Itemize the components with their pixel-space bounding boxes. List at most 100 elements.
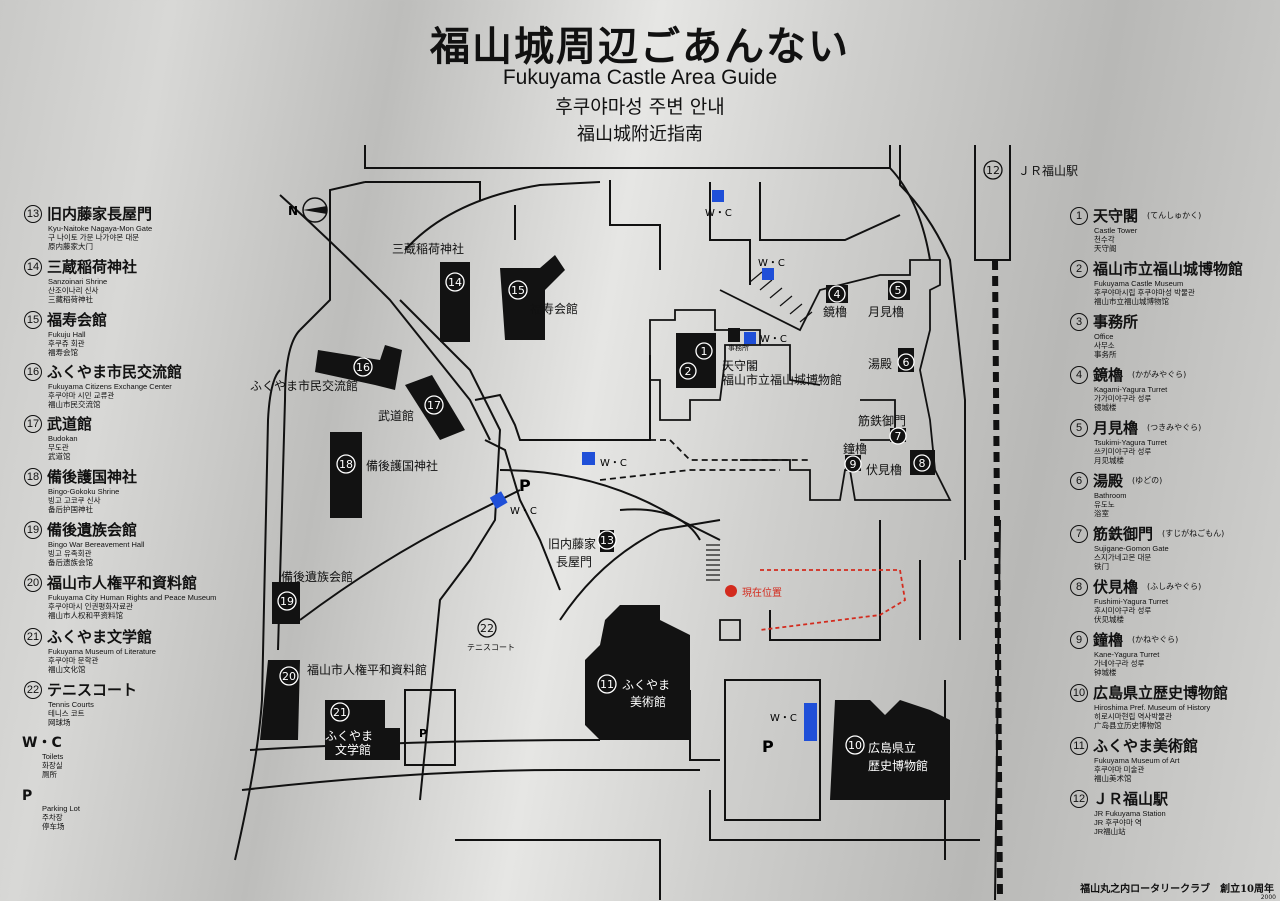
legend-korean: 사무소 bbox=[1094, 341, 1115, 350]
legend-name: 福山市人権平和資料館 bbox=[47, 574, 198, 592]
legend-english: JR Fukuyama Station bbox=[1094, 809, 1166, 818]
compass-north-label: N bbox=[288, 204, 298, 218]
current-location-icon bbox=[725, 585, 737, 597]
map-label-17: 武道館 bbox=[378, 408, 414, 423]
legend-korean: 가가미야구라 성루 bbox=[1094, 394, 1152, 403]
map-marker-15: 15 bbox=[508, 280, 528, 300]
legend-english: Kagami-Yagura Turret bbox=[1094, 385, 1168, 394]
legend-number-1: 1 bbox=[1070, 206, 1088, 225]
legend-name: 武道館 bbox=[47, 415, 93, 433]
legend-korean: 빙고 유족회관 bbox=[48, 549, 92, 558]
legend-zh: 厕所 bbox=[42, 770, 57, 779]
map-label-1: 天守閣 bbox=[722, 359, 758, 373]
legend-chinese: 福山市民交流馆 bbox=[48, 400, 101, 409]
map-marker-11: 11 bbox=[597, 674, 617, 694]
toilet-label: W・C bbox=[600, 458, 627, 469]
map-marker-17: 17 bbox=[424, 395, 444, 415]
map-marker-number: 12 bbox=[986, 164, 1000, 177]
legend-name: W・C bbox=[22, 735, 62, 751]
legend-chinese: 天守阁 bbox=[1094, 244, 1117, 253]
map-marker-7: 7 bbox=[889, 427, 907, 445]
map-marker-16: 16 bbox=[353, 357, 373, 377]
sponsor-year: 2000 bbox=[1260, 894, 1276, 901]
legend-chinese: JR福山站 bbox=[1094, 827, 1126, 836]
toilet-icon bbox=[804, 703, 817, 741]
legend-korean: 후쿠야마시립 후쿠야마성 박물관 bbox=[1094, 288, 1195, 297]
map-label-10-line2: 歴史博物館 bbox=[868, 758, 928, 773]
legend-number-3: 3 bbox=[1070, 312, 1088, 331]
legend-korean: 후쿠야마 시민 교류관 bbox=[48, 391, 115, 400]
map-label-21-line1: ふくやま bbox=[325, 729, 373, 743]
map-marker-number: 19 bbox=[280, 595, 294, 608]
toilet-label: W・C bbox=[705, 208, 732, 219]
legend-english: Fushimi-Yagura Turret bbox=[1094, 597, 1169, 606]
legend-english: Office bbox=[1094, 332, 1114, 341]
legend-english: Castle Tower bbox=[1094, 226, 1138, 235]
legend-chinese: 钟城楼 bbox=[1094, 668, 1117, 677]
map-marker-6: 6 bbox=[897, 353, 915, 371]
legend-chinese: 三藏稻荷神社 bbox=[48, 295, 93, 304]
map-label-8: 伏見櫓 bbox=[866, 463, 902, 477]
toilet-label: W・C bbox=[760, 334, 787, 345]
building-18 bbox=[330, 432, 362, 518]
legend-ko: 화장실 bbox=[42, 761, 63, 770]
map-label-19: 備後遺族会館 bbox=[281, 569, 353, 584]
legend-english: Fukuju Hall bbox=[48, 330, 86, 339]
legend-name: ふくやま市民交流館 bbox=[47, 363, 183, 381]
map-label-22: テニスコート bbox=[467, 643, 515, 652]
legend-ko: 주차장 bbox=[42, 813, 63, 822]
legend-english: Fukuyama Citizens Exchange Center bbox=[48, 382, 172, 391]
building-15 bbox=[500, 255, 565, 340]
legend-english: Bingo War Bereavement Hall bbox=[48, 540, 145, 549]
legend-chinese: 武道馆 bbox=[48, 452, 71, 461]
legend-name: 鐘櫓 bbox=[1093, 631, 1124, 649]
legend-chinese: 浴室 bbox=[1094, 509, 1109, 518]
legend-korean: 스지가네고몬 대문 bbox=[1094, 553, 1152, 562]
parking-area bbox=[724, 679, 821, 821]
current-location-label: 現在位置 bbox=[742, 586, 782, 599]
map-marker-number: 13 bbox=[600, 534, 614, 547]
legend-chinese: 广岛县立历史博物馆 bbox=[1094, 721, 1162, 730]
map-marker-5: 5 bbox=[889, 281, 907, 299]
building-3 bbox=[728, 328, 740, 342]
legend-name: ＪＲ福山駅 bbox=[1093, 790, 1169, 808]
building-11 bbox=[585, 605, 690, 740]
map-marker-21: 21 bbox=[330, 702, 350, 722]
legend-number-9: 9 bbox=[1070, 630, 1088, 649]
legend-chinese: 网球场 bbox=[48, 718, 71, 727]
legend-korean: 천수각 bbox=[1094, 235, 1115, 244]
legend-kana: (つきみやぐら) bbox=[1147, 423, 1202, 432]
legend-english: Kyu-Naitoke Nagaya-Mon Gate bbox=[48, 224, 153, 233]
map-label-13-line2: 長屋門 bbox=[556, 555, 592, 569]
road-central bbox=[399, 299, 502, 801]
legend-name: 湯殿 bbox=[1093, 472, 1124, 490]
map-label-18: 備後護国神社 bbox=[366, 458, 438, 473]
legend-number-20: 20 bbox=[24, 573, 42, 592]
legend-kana: (ふしみやぐら) bbox=[1147, 582, 1202, 591]
legend-korean: 유도노 bbox=[1094, 500, 1115, 509]
legend-korean: 산조이나리 신사 bbox=[48, 286, 99, 295]
legend-english: Fukuyama Museum of Literature bbox=[48, 647, 156, 656]
map-marker-number: 14 bbox=[448, 276, 462, 289]
map-label-21-line2: 文学館 bbox=[335, 742, 371, 757]
legend-number-5: 5 bbox=[1070, 418, 1088, 437]
legend-chinese: 福山文化馆 bbox=[48, 665, 86, 674]
legend-name: 鏡櫓 bbox=[1093, 366, 1124, 384]
legend-number-18: 18 bbox=[24, 467, 42, 486]
